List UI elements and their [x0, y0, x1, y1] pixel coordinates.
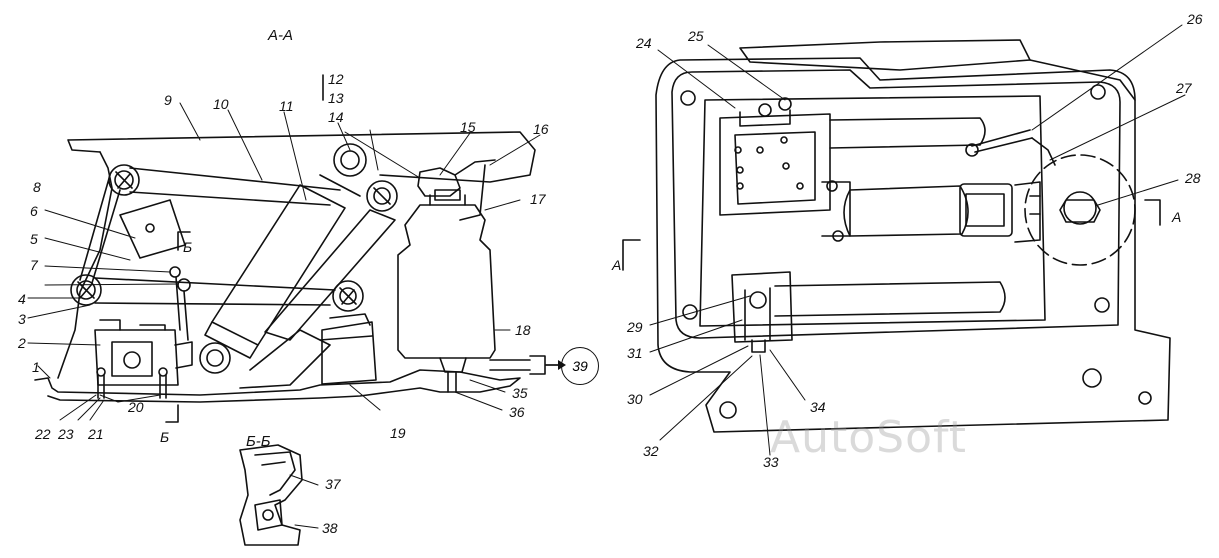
callout-5: 5 — [30, 231, 38, 247]
housing-outer — [655, 57, 1171, 433]
arm-diagonal — [264, 209, 396, 341]
cylinder-middle — [843, 185, 969, 237]
callout-9: 9 — [164, 92, 172, 108]
hole-flange-3 — [1138, 391, 1152, 405]
callout-23: 23 — [58, 426, 74, 442]
callout-26: 26 — [1187, 11, 1203, 27]
pivot-roller-15 — [366, 180, 398, 212]
base-plate — [34, 369, 521, 403]
callout-21: 21 — [88, 426, 104, 442]
pivot-upper-mid — [333, 143, 367, 177]
left-view-aa — [27, 74, 559, 423]
cylinder-lower — [774, 281, 1006, 317]
callout-30: 30 — [627, 391, 643, 407]
callout-29: 29 — [627, 319, 643, 335]
reference-circle-39: 39 — [561, 347, 599, 385]
bracket-lower — [731, 271, 793, 343]
right-view — [622, 24, 1186, 456]
callout-27: 27 — [1176, 80, 1192, 96]
callout-3: 3 — [18, 311, 26, 327]
callout-31: 31 — [627, 345, 643, 361]
cover-plate — [67, 131, 536, 183]
hole-bl — [682, 304, 698, 320]
callout-2: 2 — [18, 335, 26, 351]
section-title-aa: А-А — [268, 27, 294, 44]
callout-14: 14 — [328, 109, 344, 125]
callout-7: 7 — [30, 257, 38, 273]
callout-37: 37 — [325, 476, 341, 492]
cover-plate-lower-edge — [57, 151, 113, 379]
callout-13: 13 — [328, 90, 344, 106]
callout-28: 28 — [1185, 170, 1201, 186]
block-2 — [94, 329, 179, 386]
hole-flange-1 — [719, 401, 737, 419]
box-19 — [319, 321, 377, 385]
pivot-mid — [332, 280, 364, 312]
air-bellows-18 — [397, 204, 496, 359]
lever-upper — [129, 167, 341, 206]
housing-inner — [671, 69, 1121, 339]
callout-10: 10 — [213, 96, 229, 112]
section-mark-b-top: Б — [183, 239, 193, 255]
side-link — [79, 174, 121, 284]
callout-15: 15 — [460, 119, 476, 135]
callout-20: 20 — [128, 399, 144, 415]
callout-38: 38 — [322, 520, 338, 536]
hole-tr — [1090, 84, 1106, 100]
top-cover — [739, 39, 1031, 71]
hole-flange-2 — [1082, 368, 1102, 388]
rod-26 — [971, 129, 1033, 153]
pivot-lower-left — [70, 274, 102, 306]
callout-24: 24 — [636, 35, 652, 51]
section-mark-b-bottom: Б — [160, 429, 170, 445]
callout-22: 22 — [35, 426, 51, 442]
bracket-17 — [459, 164, 486, 221]
callout-18: 18 — [515, 322, 531, 338]
section-mark-a-left: А — [612, 257, 622, 273]
callout-12: 12 — [328, 71, 344, 87]
dial-28 — [1024, 154, 1136, 266]
air-outlet-pipe — [489, 355, 559, 375]
callout-17: 17 — [530, 191, 546, 207]
section-bb-view — [239, 444, 319, 546]
section-mark-a-right: А — [1172, 209, 1182, 225]
valve-16 — [417, 167, 461, 197]
bb-housing — [239, 444, 303, 546]
callout-33: 33 — [763, 454, 779, 470]
hole-tl — [680, 90, 696, 106]
callout-25: 25 — [688, 28, 704, 44]
pivot-bottom — [199, 342, 231, 374]
section-title-bb: Б-Б — [246, 433, 271, 450]
hole-br — [1094, 297, 1110, 313]
cylinder-upper — [829, 117, 986, 149]
callout-1: 1 — [32, 359, 40, 375]
callout-8: 8 — [33, 179, 41, 195]
callout-16: 16 — [533, 121, 549, 137]
watermark: AutoSoft — [770, 412, 967, 463]
cylinder-11 — [211, 184, 346, 346]
callout-34: 34 — [810, 399, 826, 415]
callout-6: 6 — [30, 203, 38, 219]
callout-32: 32 — [643, 443, 659, 459]
callout-19: 19 — [390, 425, 406, 441]
callout-4: 4 — [18, 291, 26, 307]
bracket-8 — [119, 199, 186, 259]
callout-11: 11 — [279, 98, 294, 114]
callout-35: 35 — [512, 385, 528, 401]
callout-36: 36 — [509, 404, 525, 420]
